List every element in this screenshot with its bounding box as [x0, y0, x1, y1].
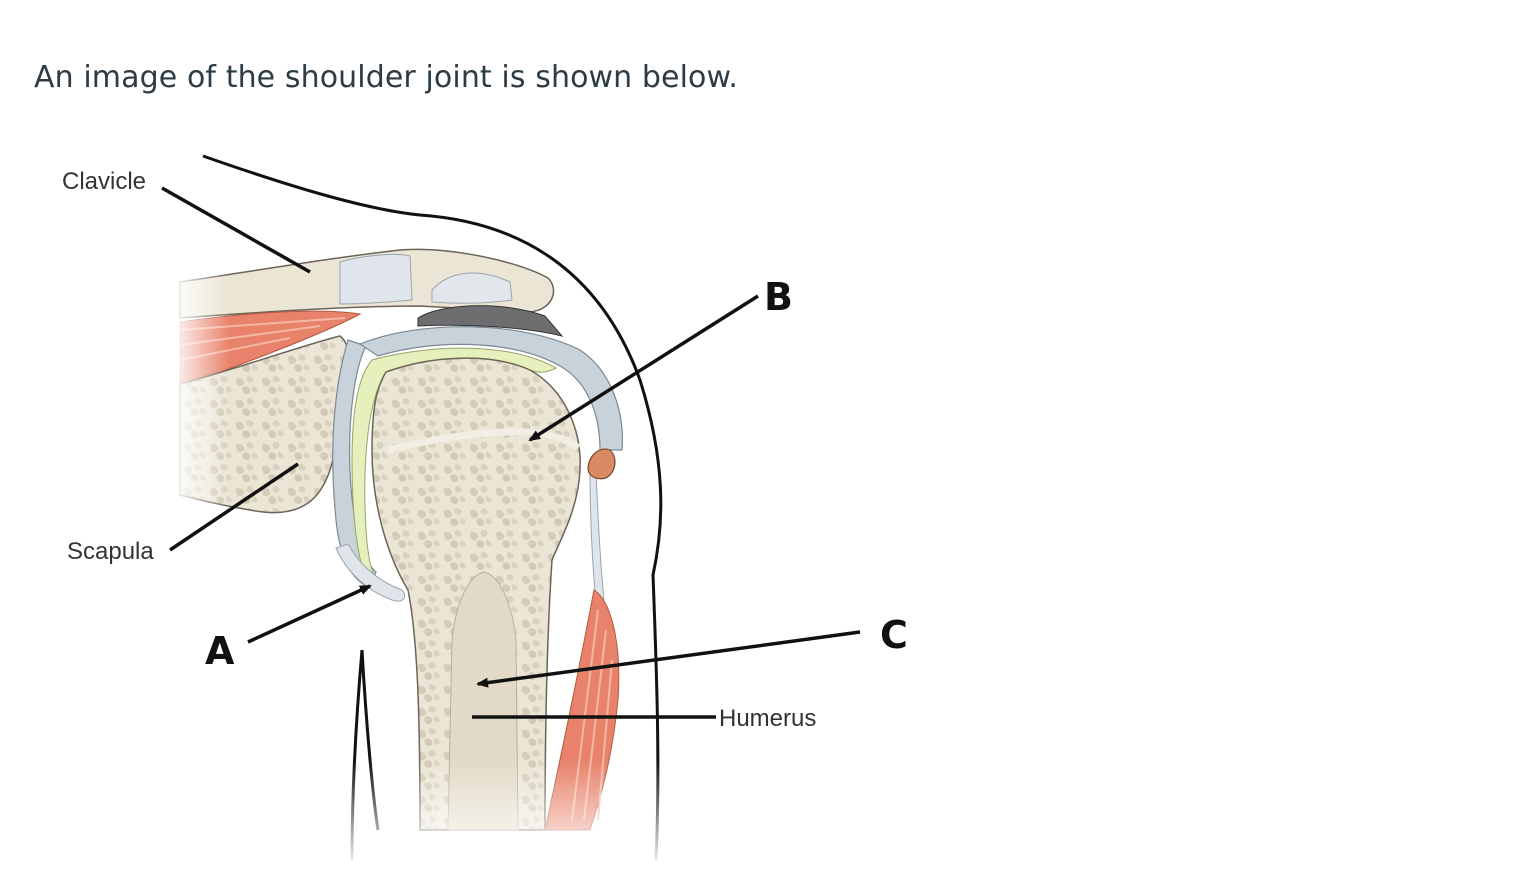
label-b: B: [764, 275, 793, 319]
humerus-label: Humerus: [719, 705, 816, 732]
biceps-tendon: [589, 469, 605, 603]
a-arrow: [247, 584, 372, 644]
label-a: A: [205, 629, 235, 673]
skin-outline: [202, 154, 663, 861]
inferior-capsule: [335, 543, 406, 602]
question-text: An image of the shoulder joint is shown …: [34, 60, 739, 95]
c-arrow: [476, 630, 861, 688]
clavicle-label: Clavicle: [62, 168, 146, 195]
epiphyseal-line: [387, 428, 581, 454]
coracoacromial-ligament: [431, 272, 513, 304]
acromion-cap: [417, 305, 564, 337]
joint-capsule: [358, 326, 623, 451]
synovial-cavity: [351, 347, 558, 591]
tendon-attachment: [587, 448, 616, 480]
ac-ligament: [339, 253, 413, 305]
scapula-leader: [169, 462, 299, 552]
scapula-label: Scapula: [67, 538, 154, 565]
label-c: C: [880, 613, 908, 657]
clavicle-leader: [161, 186, 311, 274]
b-arrow: [528, 294, 759, 442]
